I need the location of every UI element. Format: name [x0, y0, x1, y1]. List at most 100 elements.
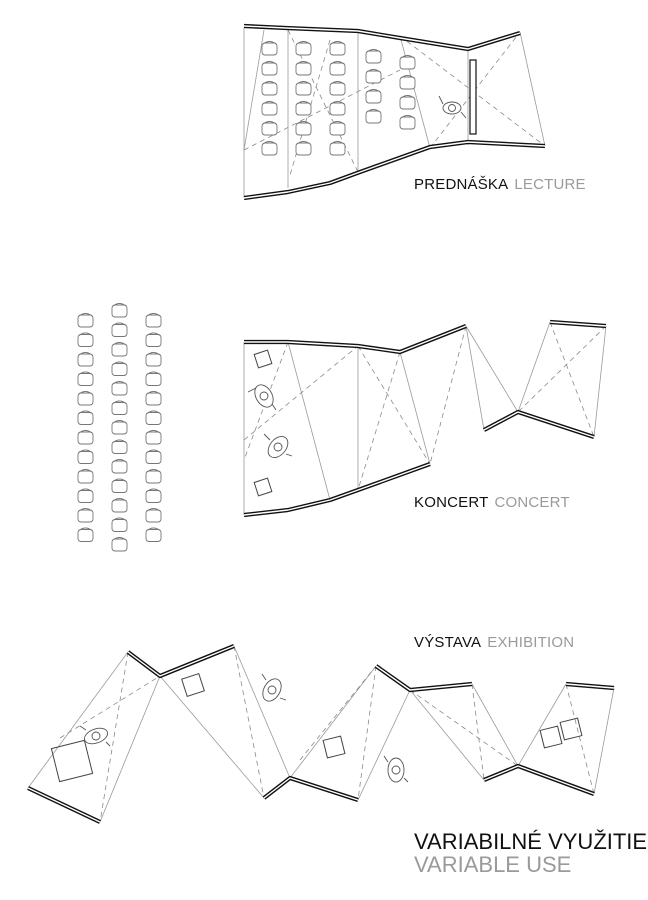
lecture-label-en: LECTURE [514, 176, 586, 193]
chair-icon [295, 141, 312, 156]
exhibition-dashed-lines [59, 645, 595, 823]
chair-icon [111, 420, 128, 435]
chair-icon [77, 332, 94, 347]
chair-icon [77, 410, 94, 425]
chair-icon [295, 121, 312, 136]
lecture-dashed-lines [243, 29, 546, 176]
chair-icon [295, 41, 312, 56]
concert-seating [77, 303, 162, 552]
chair-icon [261, 41, 278, 56]
exhibit-stand-icon [559, 717, 583, 741]
chair-icon [365, 69, 382, 84]
speaker-person-icon [438, 95, 467, 119]
concert-dashed-lines [243, 321, 607, 491]
music-stand-icon [253, 477, 273, 497]
chair-icon [111, 439, 128, 454]
chair-icon [399, 75, 416, 90]
chair-icon [261, 81, 278, 96]
exhibition-label-cz: VÝSTAVA [414, 634, 482, 651]
chair-icon [145, 371, 162, 386]
chair-icon [111, 381, 128, 396]
visitor-person-icon [261, 673, 287, 702]
chair-icon [77, 352, 94, 367]
chair-icon [111, 537, 128, 552]
chair-icon [111, 459, 128, 474]
exhibition-walls [27, 644, 615, 824]
chair-icon [365, 49, 382, 64]
diagram-title-cz: VARIABILNÉ VYUŽITIE [414, 829, 648, 854]
chair-icon [77, 469, 94, 484]
chair-icon [261, 61, 278, 76]
chair-icon [329, 141, 346, 156]
lecture-label: PREDNÁŠKA LECTURE [414, 176, 586, 193]
chair-icon [145, 508, 162, 523]
chair-icon [111, 517, 128, 532]
diagram-title: VARIABILNÉ VYUŽITIE VARIABLE USE [414, 830, 647, 876]
chair-icon [145, 488, 162, 503]
exhibit-stand-icon [322, 735, 346, 759]
concert-label: KONCERT CONCERT [414, 494, 570, 511]
chair-icon [77, 508, 94, 523]
chair-icon [111, 478, 128, 493]
chair-icon [145, 410, 162, 425]
chair-icon [111, 322, 128, 337]
chair-icon [399, 55, 416, 70]
exhibit-stand-icon [50, 739, 94, 783]
chair-icon [261, 141, 278, 156]
chair-icon [111, 303, 128, 318]
chair-icon [77, 313, 94, 328]
chair-icon [329, 61, 346, 76]
concert-plan [77, 303, 607, 552]
visitor-person-icon [383, 755, 409, 783]
chair-icon [111, 342, 128, 357]
music-stand-icon [253, 349, 273, 369]
lectern [469, 59, 477, 135]
chair-icon [77, 430, 94, 445]
chair-icon [145, 313, 162, 328]
lecture-outline [243, 28, 546, 196]
chair-icon [329, 101, 346, 116]
exhibition-plan [27, 644, 615, 824]
lecture-label-cz: PREDNÁŠKA [414, 176, 509, 193]
chair-icon [261, 101, 278, 116]
exhibition-outline [27, 645, 615, 823]
chair-icon [77, 371, 94, 386]
chair-icon [111, 498, 128, 513]
exhibition-label-en: EXHIBITION [487, 634, 575, 651]
chair-icon [111, 400, 128, 415]
chair-icon [77, 391, 94, 406]
chair-icon [365, 89, 382, 104]
chair-icon [145, 469, 162, 484]
chair-icon [145, 352, 162, 367]
chair-icon [145, 527, 162, 542]
chair-icon [365, 109, 382, 124]
concert-walls [243, 319, 607, 518]
lecture-seating [261, 41, 416, 156]
chair-icon [145, 391, 162, 406]
concert-label-en: CONCERT [494, 494, 570, 511]
chair-icon [329, 41, 346, 56]
exhibit-stand-icon [181, 673, 205, 697]
chair-icon [295, 81, 312, 96]
exhibit-stand-icon [539, 725, 563, 749]
diagram-title-en: VARIABLE USE [414, 852, 572, 877]
exhibition-label: VÝSTAVA EXHIBITION [414, 634, 574, 651]
chair-icon [329, 121, 346, 136]
chair-icon [145, 430, 162, 445]
chair-icon [145, 332, 162, 347]
concert-label-cz: KONCERT [414, 494, 489, 511]
lecture-plan [243, 23, 546, 201]
chair-icon [399, 115, 416, 130]
chair-icon [295, 101, 312, 116]
lecture-walls [243, 23, 546, 201]
concert-outline [243, 321, 607, 515]
chair-icon [77, 527, 94, 542]
chair-icon [329, 81, 346, 96]
chair-icon [77, 449, 94, 464]
chair-icon [111, 361, 128, 376]
chair-icon [295, 61, 312, 76]
chair-icon [145, 449, 162, 464]
visitor-person-icon [79, 725, 111, 747]
